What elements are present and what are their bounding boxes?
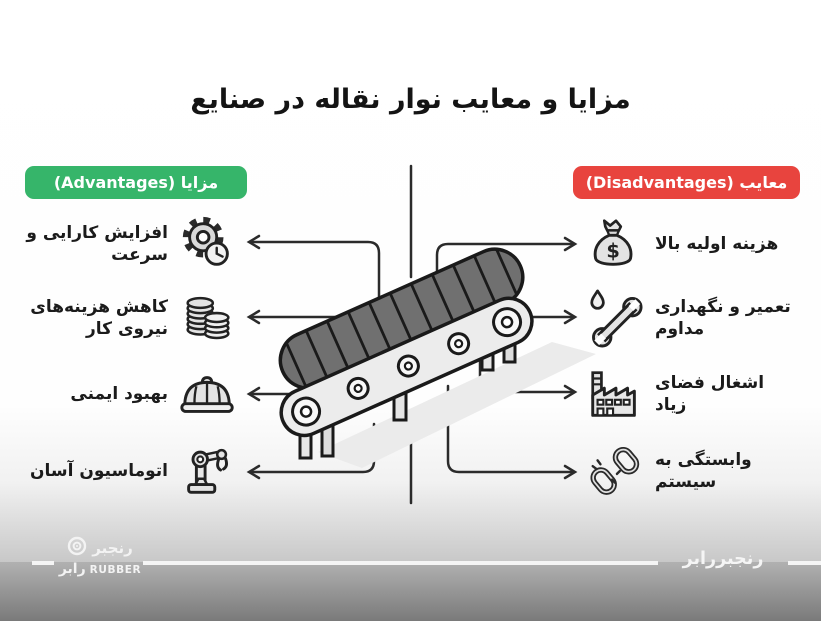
- disadvantage-label: اشغال فضای زیاد: [655, 372, 765, 415]
- disadvantage-item: اشغال فضای زیاد: [584, 361, 801, 427]
- factory-icon: [584, 363, 646, 425]
- footer-rule-segment: [32, 561, 54, 565]
- hard-hat-icon: [177, 363, 239, 425]
- advantage-item: اتوماسیون آسان: [20, 438, 239, 504]
- disadvantage-label: تعمیر و نگهداری مداوم: [655, 296, 791, 339]
- disadvantages-badge: معایب (Disadvantages): [573, 166, 800, 199]
- advantage-item: افزایش کارایی و سرعت: [20, 211, 239, 277]
- disadvantage-item: تعمیر و نگهداری مداوم: [584, 285, 801, 351]
- rubber-roll-icon: [67, 536, 87, 560]
- disadvantage-item: $ هزینه اولیه بالا: [584, 211, 801, 277]
- coins-stack-icon: [177, 287, 239, 349]
- advantage-label: اتوماسیون آسان: [30, 460, 168, 481]
- footer-rule-segment: [143, 561, 658, 565]
- advantage-item: کاهش هزینه‌های نیروی کار: [20, 285, 239, 351]
- disadvantage-label: وابستگی به سیستم: [655, 449, 752, 492]
- advantage-item: بهبود ایمنی: [20, 361, 239, 427]
- disadvantage-item: وابستگی به سیستم: [584, 438, 801, 504]
- footer-rule-segment: [788, 561, 821, 565]
- broken-chain-icon: [584, 440, 646, 502]
- advantage-label: بهبود ایمنی: [70, 383, 168, 404]
- advantages-badge: مزایا (Advantages): [25, 166, 247, 199]
- brand-logo-fa-top: رنجبر: [92, 539, 133, 557]
- advantage-label: افزایش کارایی و سرعت: [26, 222, 168, 265]
- svg-text:$: $: [606, 240, 619, 263]
- gear-clock-icon: [177, 213, 239, 275]
- brand-wordmark: رنجبررابر: [682, 549, 764, 569]
- footer-band: [0, 562, 821, 621]
- brand-logo-fa-bottom: رابر: [58, 561, 86, 577]
- wrench-drop-icon: [584, 287, 646, 349]
- robot-arm-icon: [177, 440, 239, 502]
- advantage-label: کاهش هزینه‌های نیروی کار: [30, 296, 168, 339]
- page-title: مزایا و معایب نوار نقاله در صنایع: [190, 84, 631, 115]
- money-bag-icon: $: [584, 213, 646, 275]
- brand-logo: رنجبر رابر RUBBER: [50, 536, 150, 577]
- disadvantage-label: هزینه اولیه بالا: [655, 233, 779, 254]
- brand-logo-en: RUBBER: [89, 564, 142, 576]
